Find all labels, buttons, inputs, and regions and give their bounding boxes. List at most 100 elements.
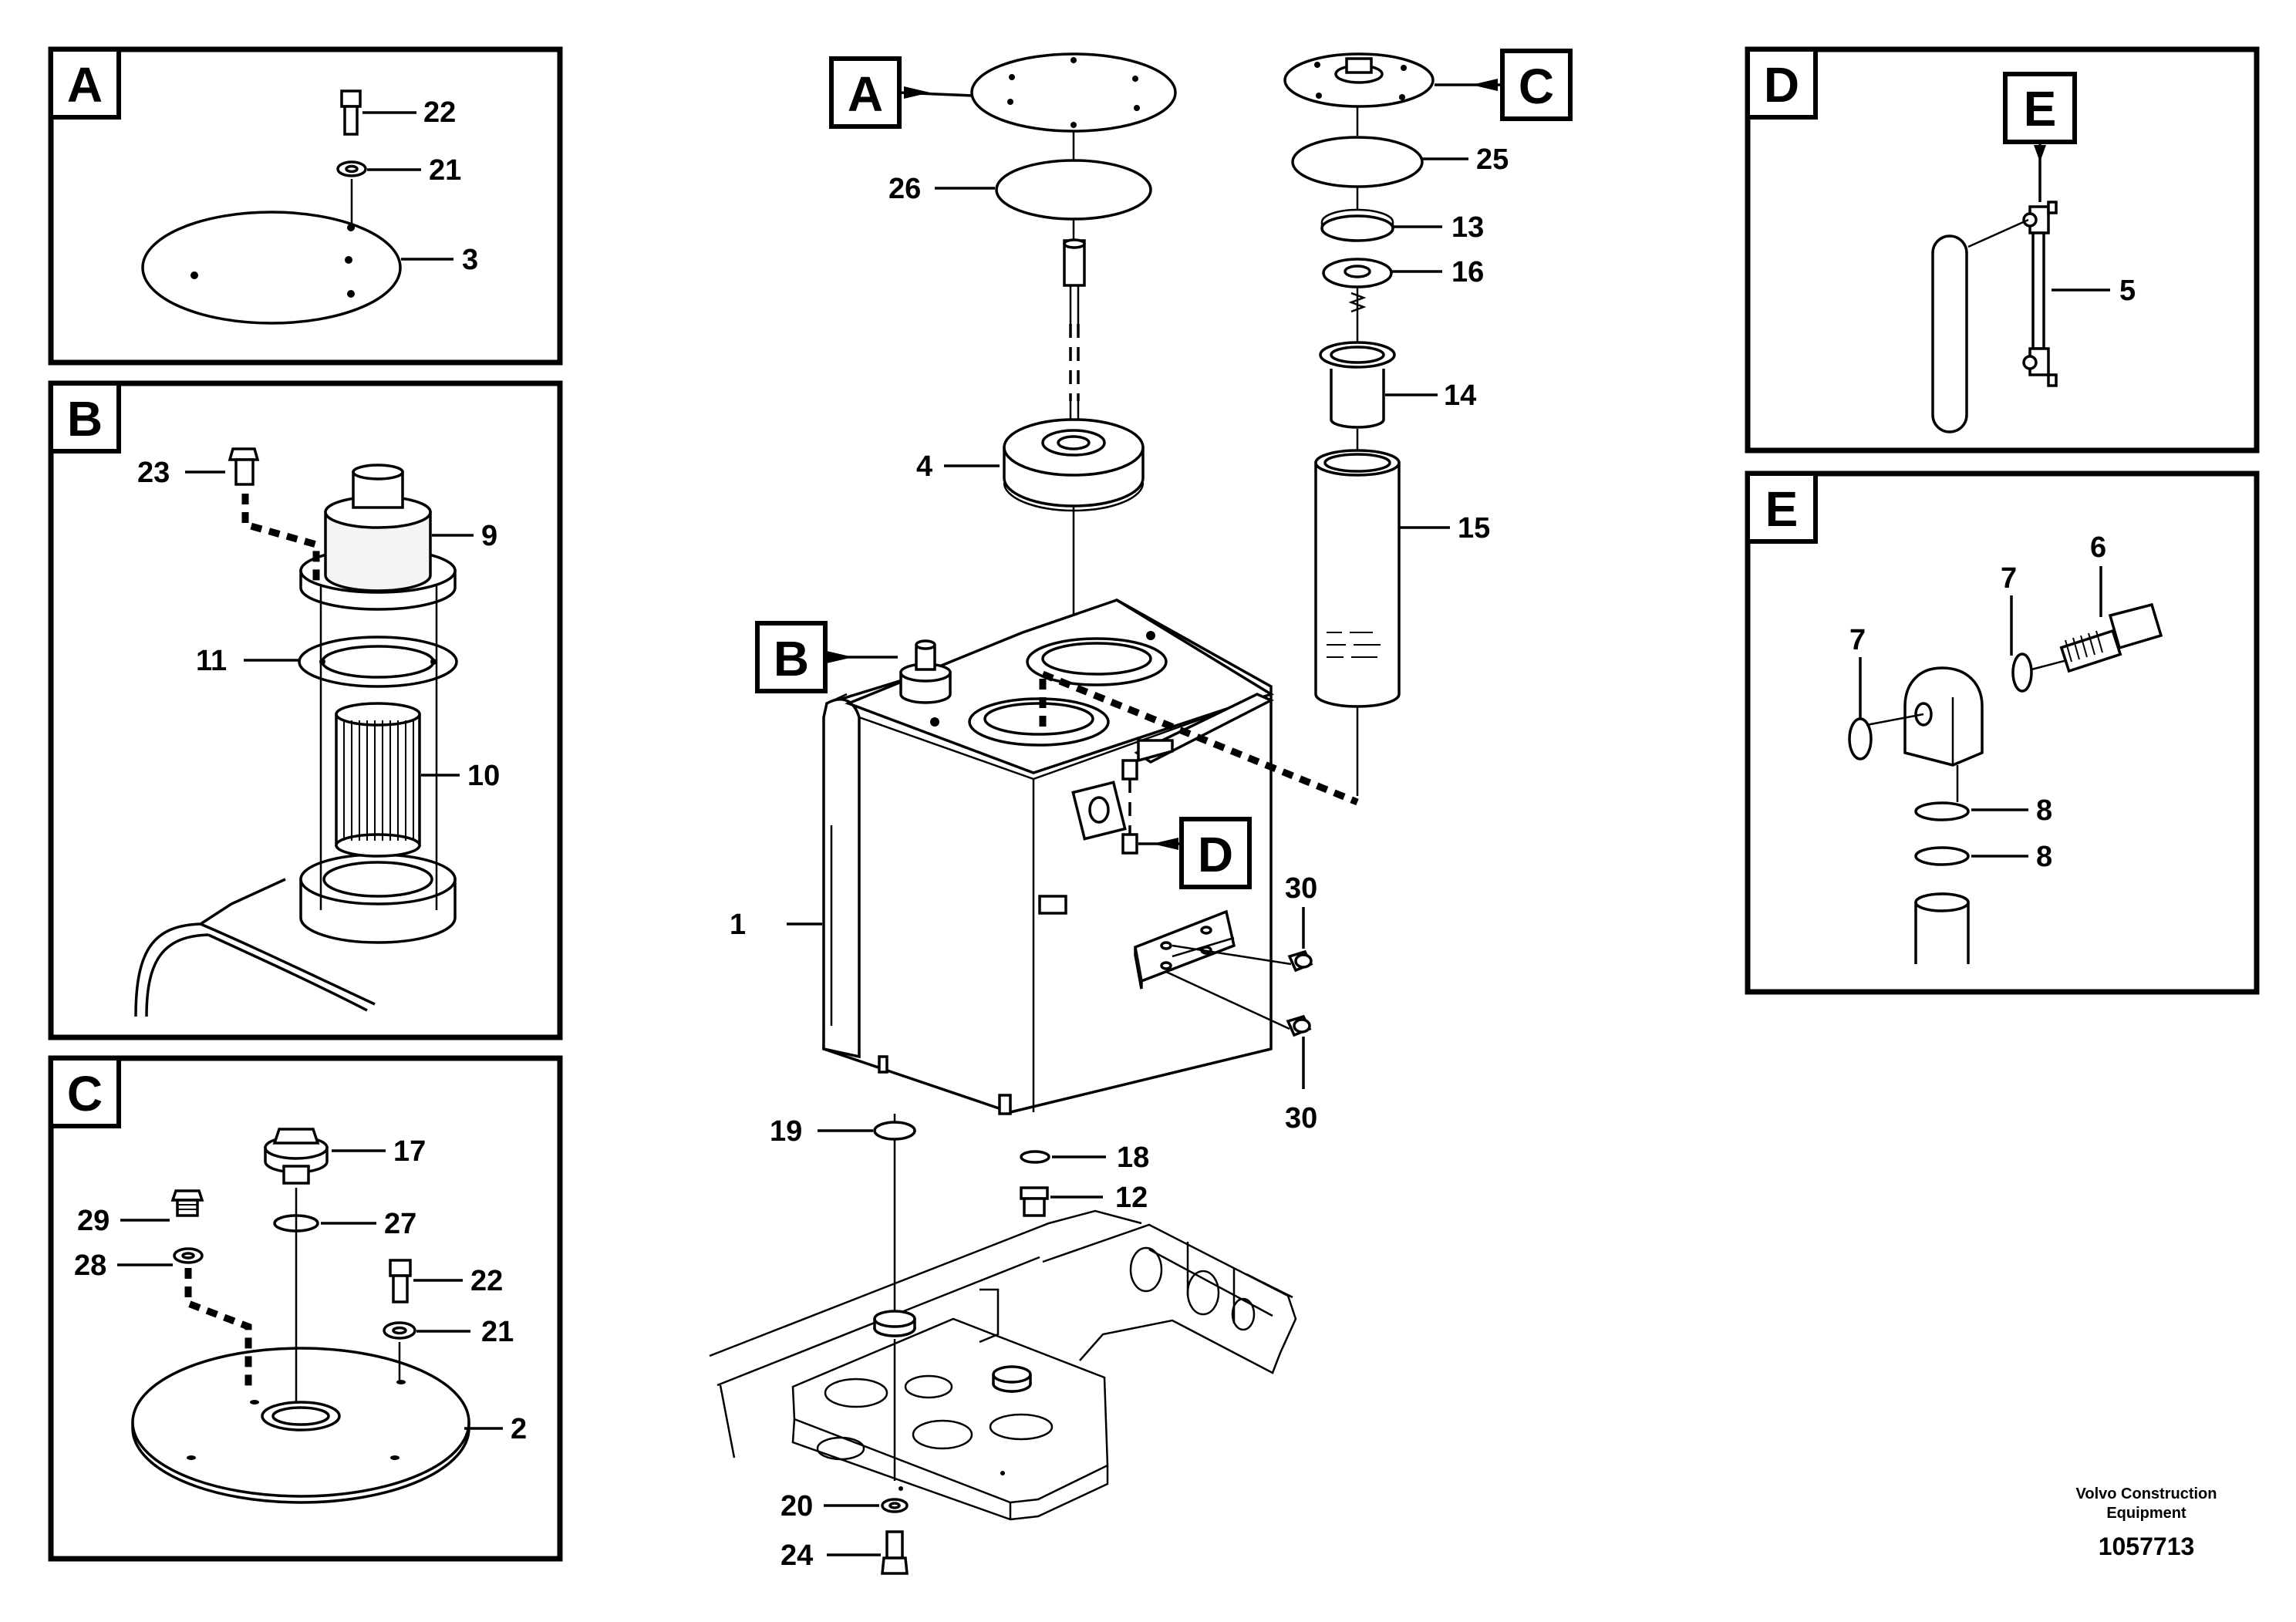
part-label-30-upper: 30 xyxy=(1285,872,1317,905)
washer-20 xyxy=(881,1498,909,1513)
level-gauge-mount xyxy=(1071,759,1138,855)
part-label-21: 21 xyxy=(429,154,461,187)
detail-tag-b: B xyxy=(67,391,103,447)
brand-line-2: Equipment xyxy=(2106,1505,2186,1522)
detail-panel-d: D E 5 xyxy=(1745,46,2260,454)
detail-tag-a: A xyxy=(67,57,103,113)
plug-17 xyxy=(264,1128,329,1185)
sight-glass-window xyxy=(1931,234,1968,433)
bolt-24 xyxy=(881,1530,909,1575)
brand-line-1: Volvo Construction xyxy=(2076,1485,2217,1502)
part-label-26: 26 xyxy=(888,173,921,205)
part-label-7-right: 7 xyxy=(2001,562,2017,595)
main-exploded-view: A 26 4 xyxy=(709,49,1573,1575)
bolt-30-upper xyxy=(1287,949,1313,973)
part-label-10: 10 xyxy=(467,760,500,792)
drain-plug-12 xyxy=(1020,1186,1049,1217)
part-label-1: 1 xyxy=(730,909,746,941)
part-label-18: 18 xyxy=(1117,1141,1149,1174)
spring-13 xyxy=(1320,208,1394,242)
elbow-fitting xyxy=(1903,666,1984,767)
filter-cartridge-15 xyxy=(1314,449,1401,708)
callout-tag-a: A xyxy=(848,66,883,122)
washer-28 xyxy=(173,1247,204,1264)
bolt-22 xyxy=(340,89,362,136)
detail-tag-e: E xyxy=(1765,481,1799,537)
filter-element-10 xyxy=(335,702,421,858)
callout-tag-c: C xyxy=(1519,59,1554,114)
part-label-12: 12 xyxy=(1115,1182,1148,1214)
detail-tag-c: C xyxy=(67,1066,103,1121)
hydraulic-tank-1 xyxy=(822,599,1292,1115)
part-label-19: 19 xyxy=(770,1115,802,1148)
part-label-14: 14 xyxy=(1444,379,1476,412)
part-label-4: 4 xyxy=(916,450,932,483)
o-ring-8-lower xyxy=(1914,846,1970,866)
bolt-23 xyxy=(228,447,260,486)
part-label-8-upper: 8 xyxy=(2036,794,2052,827)
part-label-15: 15 xyxy=(1458,512,1490,545)
o-ring-7-right xyxy=(2011,653,2033,693)
o-ring-26 xyxy=(995,159,1152,221)
valve-16 xyxy=(1322,258,1393,318)
part-label-3: 3 xyxy=(462,244,478,276)
part-label-25: 25 xyxy=(1476,143,1509,176)
strainer-4 xyxy=(1003,418,1145,512)
part-label-24: 24 xyxy=(781,1539,813,1572)
level-gauge-5 xyxy=(2022,201,2058,387)
part-label-20: 20 xyxy=(781,1490,813,1523)
tank-cover-a xyxy=(970,52,1177,133)
o-ring-8-upper xyxy=(1914,801,1970,821)
o-ring-18 xyxy=(1020,1150,1050,1164)
part-label-6: 6 xyxy=(2090,531,2106,564)
part-label-9: 9 xyxy=(481,520,497,552)
detail-panel-e: E 7 7 6 8 xyxy=(1745,470,2260,995)
gasket-11 xyxy=(298,636,458,688)
pipe-stub xyxy=(1914,892,1970,964)
part-label-27: 27 xyxy=(384,1208,416,1240)
washer-21-c xyxy=(383,1321,416,1340)
detail-tag-d: D xyxy=(1764,57,1799,113)
cover-plate-2 xyxy=(131,1347,470,1504)
filter-head-9 xyxy=(299,464,457,611)
part-label-29: 29 xyxy=(77,1205,110,1237)
part-label-22-c: 22 xyxy=(470,1265,503,1297)
detail-panel-a: A 22 21 3 xyxy=(48,46,563,366)
base-ring xyxy=(299,853,457,944)
washer-21 xyxy=(336,160,367,177)
part-label-5: 5 xyxy=(2119,275,2136,307)
part-label-30-lower: 30 xyxy=(1285,1102,1317,1135)
callout-tag-d: D xyxy=(1198,827,1233,882)
o-ring-25 xyxy=(1291,136,1424,188)
part-label-16: 16 xyxy=(1451,256,1484,288)
bolt-22-c xyxy=(389,1259,412,1303)
part-label-7-left: 7 xyxy=(1849,624,1866,656)
o-ring-19 xyxy=(873,1121,916,1141)
filter-head-b xyxy=(899,639,952,704)
part-label-21-c: 21 xyxy=(481,1316,514,1348)
part-label-11: 11 xyxy=(196,645,227,677)
part-label-22: 22 xyxy=(423,96,456,129)
bolt-30-lower xyxy=(1286,1014,1312,1037)
filter-cover-c xyxy=(1283,52,1435,108)
callout-tag-b: B xyxy=(774,631,809,686)
side-flange xyxy=(1134,909,1292,1030)
plug-29 xyxy=(170,1189,204,1217)
detail-panel-b: B xyxy=(48,380,563,1040)
part-label-17: 17 xyxy=(393,1135,426,1168)
part-label-13: 13 xyxy=(1451,211,1484,244)
cover-plate-3 xyxy=(141,211,402,325)
detail-tag-e-callout: E xyxy=(2024,81,2057,137)
title-block: Volvo Construction Equipment 1057713 xyxy=(2076,1485,2217,1560)
machine-frame xyxy=(709,1209,1297,1521)
banjo-bolt-6 xyxy=(2059,602,2163,673)
detail-panel-c: C xyxy=(48,1055,563,1562)
part-label-28: 28 xyxy=(74,1249,106,1282)
breather-element xyxy=(1063,238,1086,287)
part-label-2: 2 xyxy=(511,1413,527,1445)
part-label-8-lower: 8 xyxy=(2036,841,2052,873)
part-label-23: 23 xyxy=(137,457,170,489)
filter-sleeve-14 xyxy=(1319,341,1396,429)
drawing-number: 1057713 xyxy=(2099,1533,2195,1560)
